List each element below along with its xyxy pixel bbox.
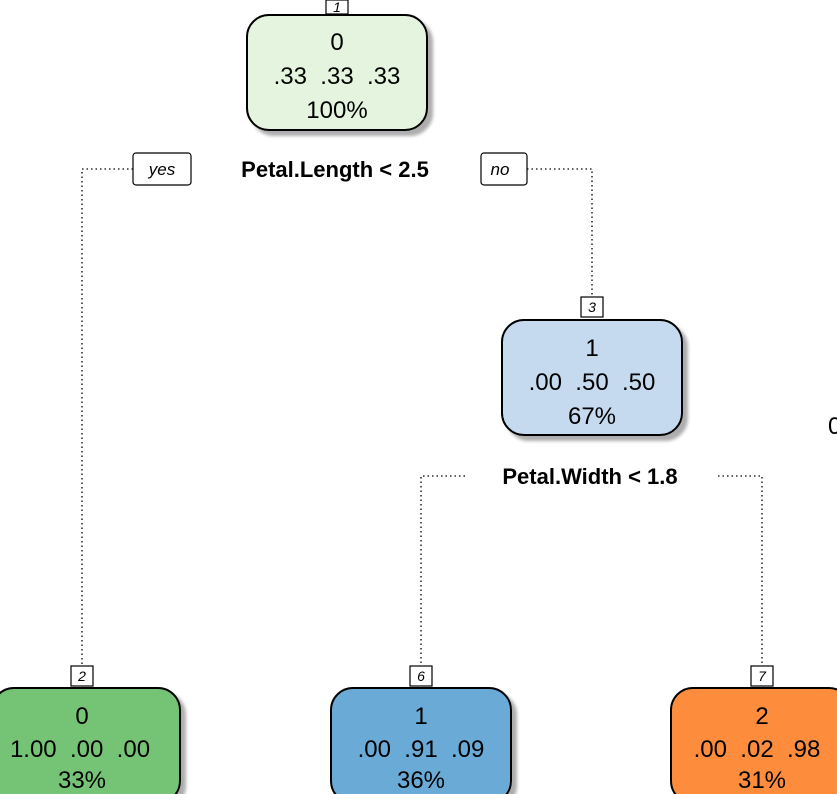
no-label: no — [491, 160, 510, 179]
node-class-label: 0 — [330, 29, 343, 56]
edge-3-to-6 — [420, 475, 465, 665]
node-percentage: 67% — [568, 403, 616, 430]
node-6: 6 1 .00 .91 .09 36% — [330, 665, 512, 794]
node-index: 3 — [588, 299, 596, 315]
node-index: 1 — [333, 0, 341, 15]
split-rule: Petal.Length < 2.5 — [241, 157, 429, 182]
node-index-box — [70, 665, 94, 687]
node-box — [246, 14, 428, 131]
node-index: 7 — [758, 668, 767, 684]
node-index: 6 — [417, 668, 425, 684]
node-class-probs: 1.00 .00 .00 — [10, 736, 150, 763]
edge-1-to-3 — [527, 168, 593, 296]
node-index-box — [409, 665, 433, 687]
node-percentage: 33% — [58, 767, 106, 794]
yes-label-box — [132, 152, 192, 186]
node-class-label: 0 — [75, 703, 88, 730]
node-box — [670, 687, 837, 794]
node-7: 7 2 .00 .02 .98 31% — [670, 665, 837, 794]
no-label-box — [480, 152, 528, 186]
node-class-label: 2 — [755, 703, 768, 730]
node-box — [330, 687, 512, 794]
node-class-probs: .00 .50 .50 — [529, 369, 656, 396]
node-class-probs: .00 .02 .98 — [694, 736, 821, 763]
split-1: yes Petal.Length < 2.5 no — [132, 152, 528, 186]
node-box — [501, 319, 683, 436]
cropped-edge-text: 0 — [828, 413, 837, 440]
node-percentage: 100% — [306, 97, 367, 124]
split-3: Petal.Width < 1.8 — [502, 464, 677, 489]
yes-label: yes — [148, 160, 176, 179]
node-box — [0, 687, 181, 794]
node-percentage: 31% — [738, 767, 786, 794]
node-percentage: 36% — [397, 767, 445, 794]
edge-3-to-7 — [718, 475, 763, 665]
split-rule: Petal.Width < 1.8 — [502, 464, 677, 489]
node-index-box — [750, 665, 774, 687]
node-class-probs: .00 .91 .09 — [358, 736, 485, 763]
tree-edges — [81, 168, 763, 665]
edge-1-to-2 — [81, 168, 133, 665]
node-index: 2 — [77, 668, 86, 684]
node-2: 2 0 1.00 .00 .00 33% — [0, 665, 181, 794]
node-class-label: 1 — [585, 335, 598, 362]
node-class-label: 1 — [414, 703, 427, 730]
node-3: 3 1 .00 .50 .50 67% — [501, 296, 683, 436]
node-1: 1 0 .33 .33 .33 100% — [246, 0, 428, 131]
node-index-box — [580, 296, 604, 318]
node-class-probs: .33 .33 .33 — [274, 63, 401, 90]
